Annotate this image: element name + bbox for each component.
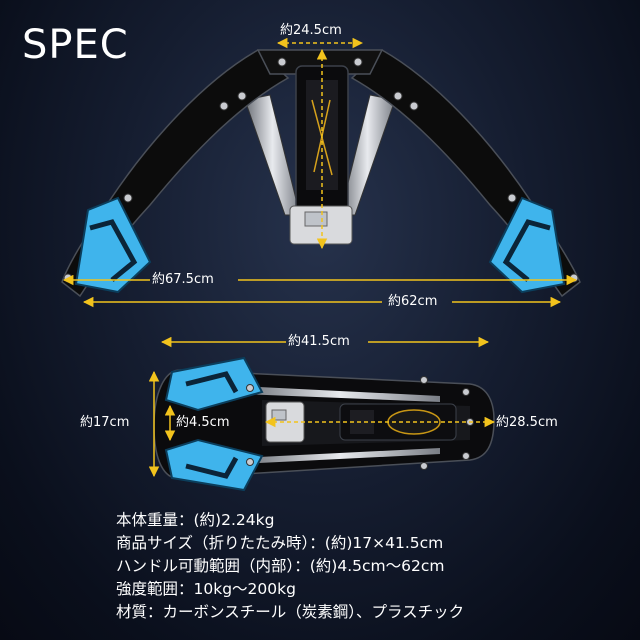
dimension-label-handle-gap: 約4.5cm (176, 415, 230, 430)
dimension-label-body-length: 約28.5cm (496, 415, 558, 430)
spec-weight: 本体重量：(約)2.24kg (116, 511, 275, 529)
dimension-label-span-inner: 約62cm (388, 294, 438, 309)
spec-folded-size: 商品サイズ（折りたたみ時）：(約)17×41.5cm (116, 534, 444, 552)
spec-resistance-range: 強度範囲：10kg〜200kg (116, 580, 296, 598)
dimension-label-closed-length: 約41.5cm (288, 334, 350, 349)
dimension-lines-bottom (148, 336, 496, 478)
page-title: SPEC (22, 22, 129, 68)
dimension-lines-top (62, 37, 578, 308)
expander-closed (153, 356, 495, 492)
spec-list: 本体重量：(約)2.24kg 商品サイズ（折りたたみ時）：(約)17×41.5c… (116, 509, 636, 624)
spec-material: 材質：カーボンスチール（炭素鋼）、プラスチック (116, 603, 465, 621)
expander-open (61, 49, 581, 298)
dimension-label-span-outer: 約67.5cm (152, 272, 214, 287)
dimension-label-closed-height: 約17cm (80, 415, 130, 430)
spec-handle-range: ハンドル可動範囲（内部）：(約)4.5cm〜62cm (116, 557, 445, 575)
dimension-label-top-width: 約24.5cm (280, 23, 342, 38)
